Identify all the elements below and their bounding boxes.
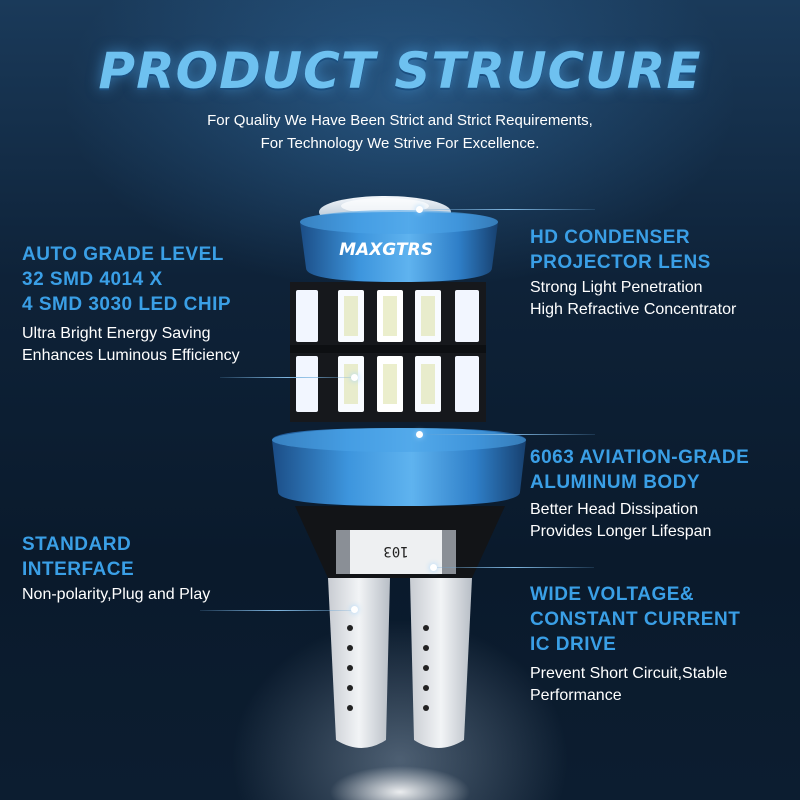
feature-lens-heading-2: PROJECTOR LENS <box>530 252 711 273</box>
led-pointer-line <box>220 377 355 378</box>
feature-interface-heading-1: STANDARD <box>22 534 132 555</box>
body-pointer-line <box>420 434 595 435</box>
feature-driver-heading-2: CONSTANT CURRENT <box>530 609 741 630</box>
feature-led-chip-desc-2: Enhances Luminous Efficiency <box>22 347 240 364</box>
right-contact-pin <box>410 578 472 748</box>
brand-logo: MAXGTRS <box>339 240 433 260</box>
feature-body-heading-1: 6063 AVIATION-GRADE <box>530 447 750 468</box>
interface-pointer-dot <box>351 606 358 613</box>
driver-pointer-line <box>434 567 594 568</box>
feature-interface-desc-1: Non-polarity,Plug and Play <box>22 586 211 603</box>
feature-body-desc-2: Provides Longer Lifespan <box>530 523 712 540</box>
subtitle-line-1: For Quality We Have Been Strict and Stri… <box>207 112 593 129</box>
lens-pointer-line <box>420 209 595 210</box>
interface-pointer-line <box>200 610 355 611</box>
feature-body-desc-1: Better Head Dissipation <box>530 501 699 518</box>
feature-driver-desc-2: Performance <box>530 687 622 704</box>
feature-led-chip-heading-1: AUTO GRADE LEVEL <box>22 244 224 265</box>
feature-interface-heading-2: INTERFACE <box>22 559 135 580</box>
feature-led-chip-desc-1: Ultra Bright Energy Saving <box>22 325 211 342</box>
feature-led-chip-heading-3: 4 SMD 3030 LED CHIP <box>22 294 232 315</box>
lens-pointer-dot <box>416 206 423 213</box>
ic-chip-code: 103 <box>383 543 408 559</box>
feature-body-heading-2: ALUMINUM BODY <box>530 472 701 493</box>
feature-lens-heading-1: HD CONDENSER <box>530 227 691 248</box>
ic-chip <box>336 530 456 574</box>
page-title: PRODUCT STRUCURE <box>98 42 702 100</box>
feature-lens-desc-2: High Refractive Concentrator <box>530 301 737 318</box>
led-chips-row-2 <box>296 356 479 412</box>
feature-lens-desc-1: Strong Light Penetration <box>530 279 703 296</box>
driver-pointer-dot <box>430 564 437 571</box>
subtitle-line-2: For Technology We Strive For Excellence. <box>260 135 540 152</box>
feature-driver-heading-3: IC DRIVE <box>530 634 617 655</box>
feature-driver-desc-1: Prevent Short Circuit,Stable <box>530 665 728 682</box>
led-chips-row-1 <box>296 290 479 342</box>
bottom-glow <box>330 766 470 800</box>
left-contact-pin <box>328 578 390 748</box>
feature-led-chip-heading-2: 32 SMD 4014 X <box>22 269 163 290</box>
feature-driver-heading-1: WIDE VOLTAGE& <box>530 584 695 605</box>
body-pointer-dot <box>416 431 423 438</box>
led-pointer-dot <box>351 374 358 381</box>
